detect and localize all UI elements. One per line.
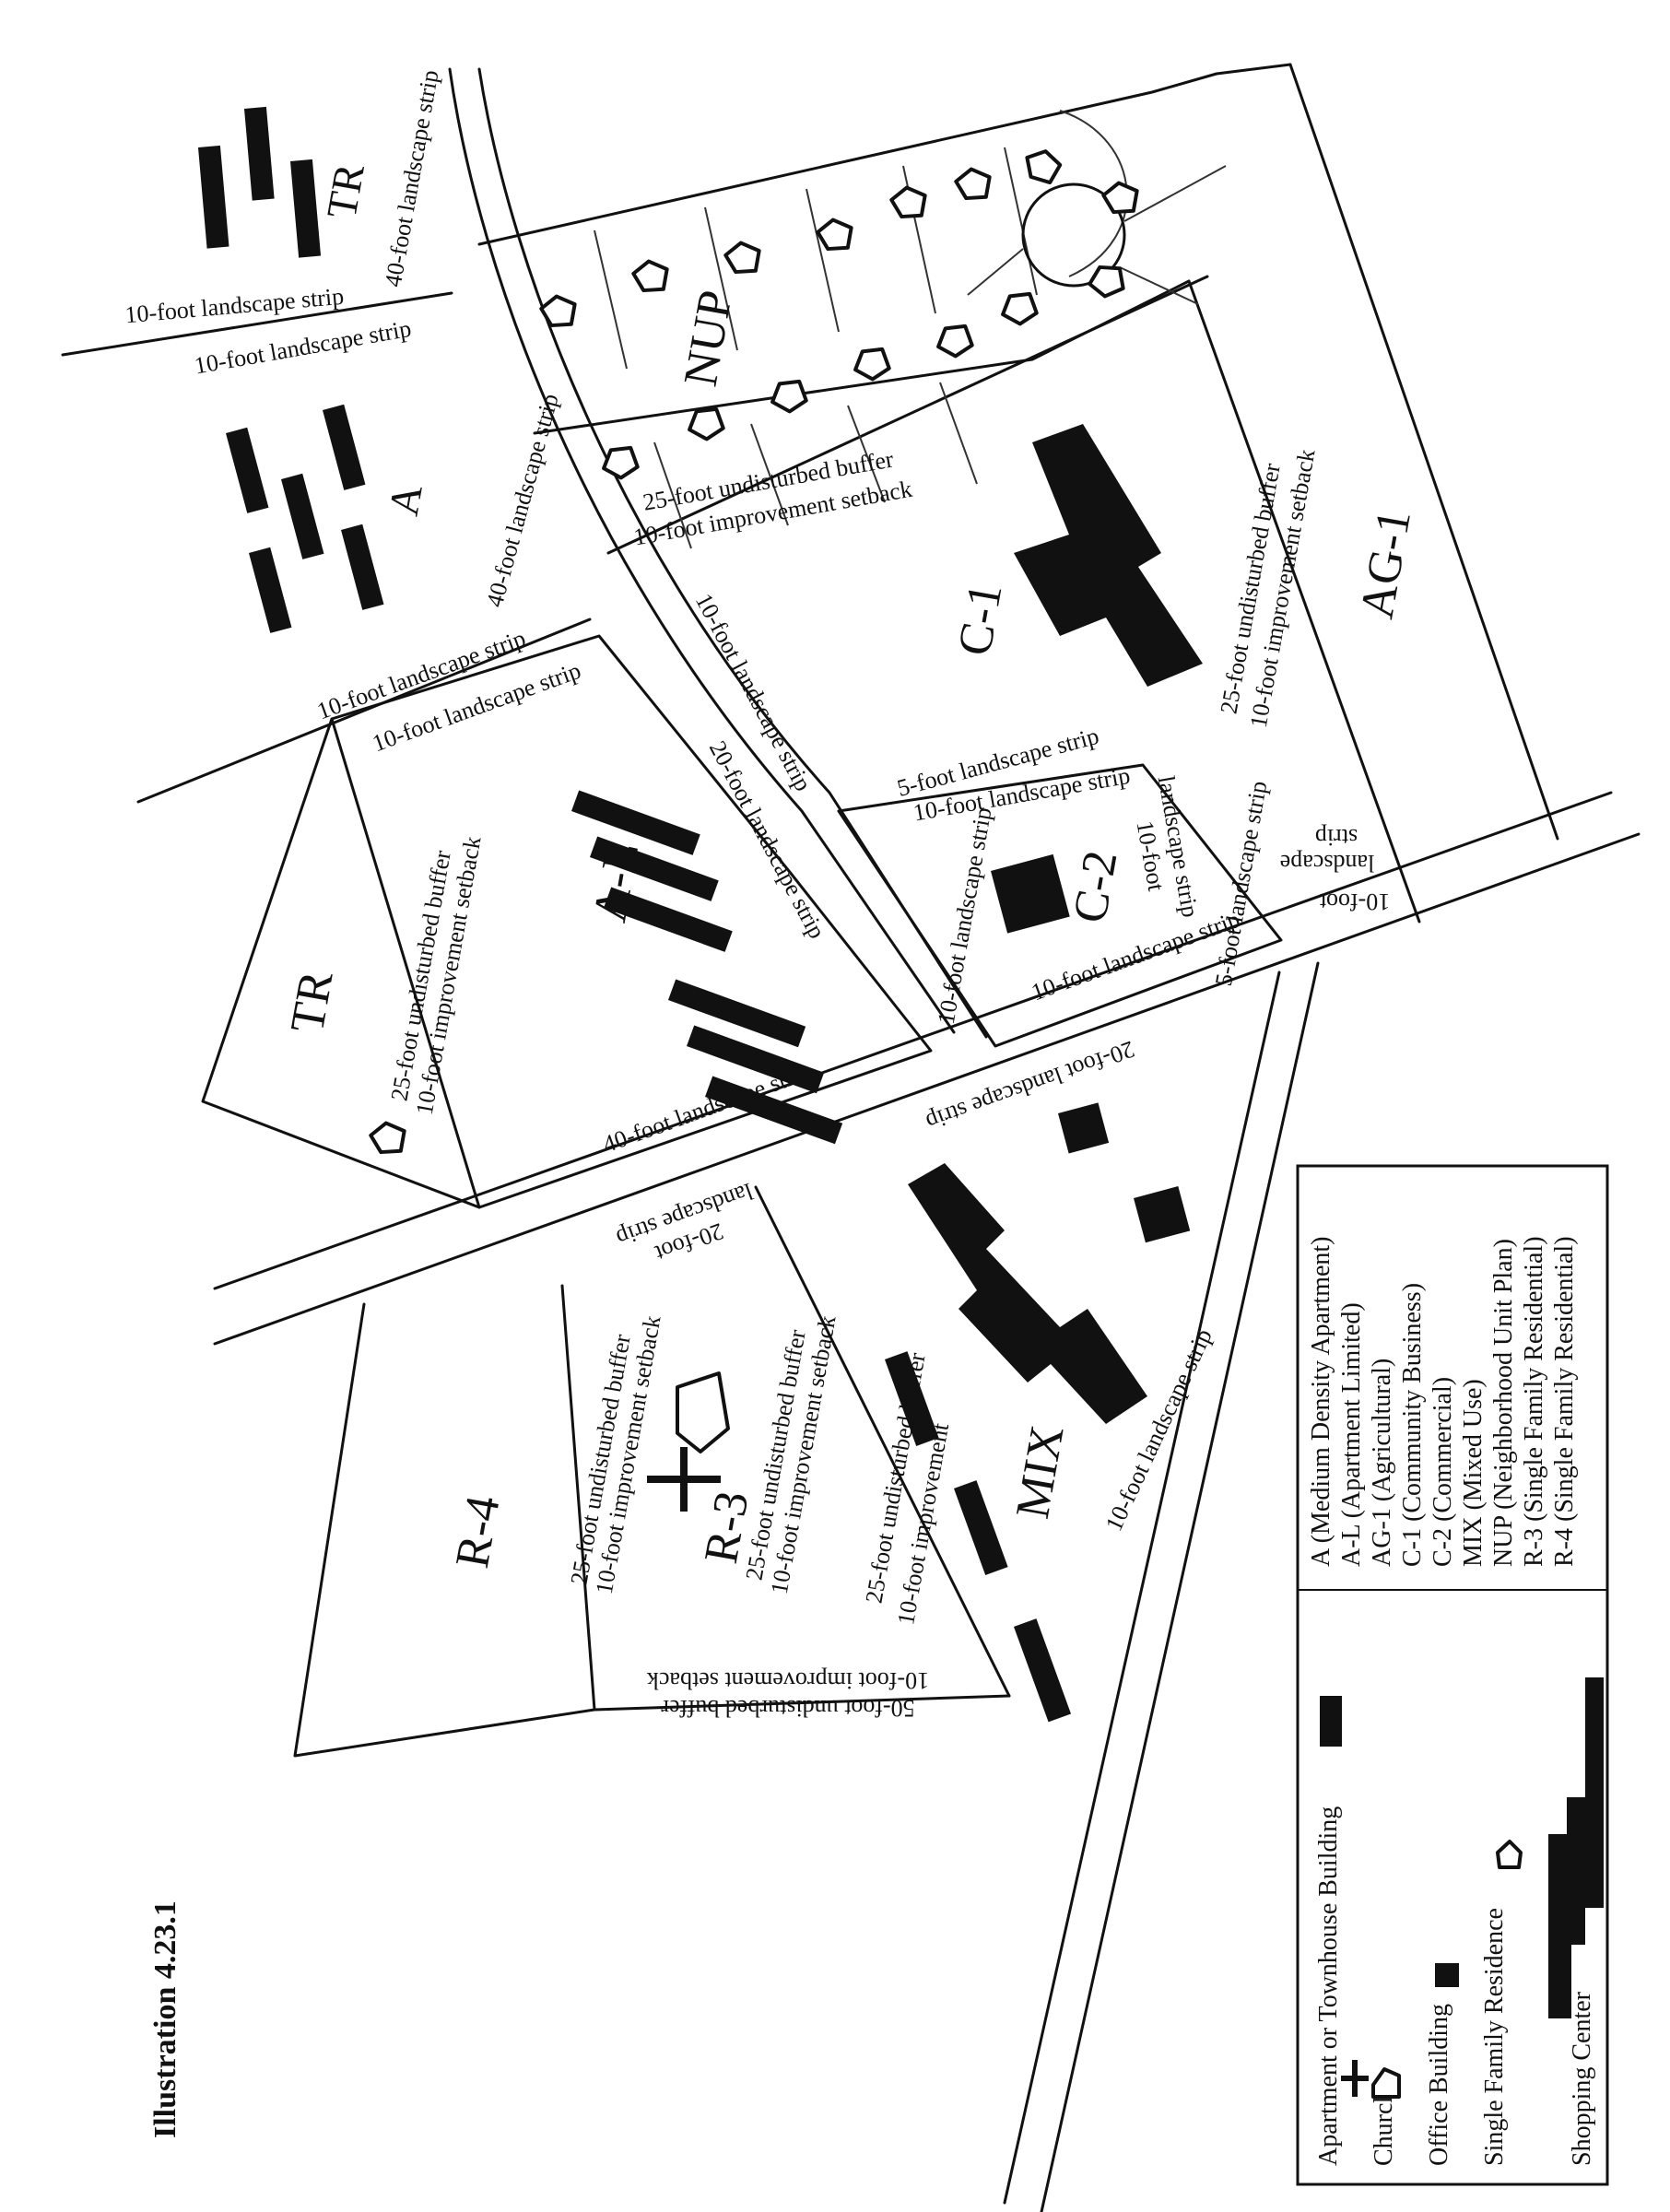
office-buildings bbox=[991, 853, 1191, 1243]
legend-house-icon bbox=[1496, 1840, 1523, 1869]
strip-label: 5-foot landscape strip bbox=[1210, 779, 1273, 988]
legend-district: C-2 (Commercial) bbox=[1429, 1377, 1457, 1567]
strip-label: 10-foot landscape strip bbox=[1028, 906, 1243, 1006]
legend: A (Medium Density Apartment) A-L (Apartm… bbox=[1296, 1164, 1609, 2186]
zone-label-mix: MIX bbox=[1006, 1421, 1075, 1522]
apartment-buildings bbox=[198, 106, 1072, 1723]
strip-label: landscape bbox=[1280, 850, 1375, 877]
legend-district: NUP (Neighborhood Unit Plan) bbox=[1489, 1239, 1518, 1567]
main-road-edge-a bbox=[213, 791, 1613, 1290]
zone-label-tr-left: TR bbox=[281, 967, 344, 1037]
zone-label-c2: C-2 bbox=[1064, 847, 1128, 927]
legend-symbol-label: Office Building bbox=[1425, 2004, 1453, 2166]
legend-church-icon bbox=[1341, 2060, 1401, 2099]
legend-symbol-label: Shopping Center bbox=[1568, 1991, 1596, 2166]
curved-road-edge-a bbox=[448, 67, 956, 1034]
church bbox=[647, 1371, 730, 1512]
strip-label: 20-foot landscape strip bbox=[704, 736, 830, 943]
legend-district: A-L (Apartment Limited) bbox=[1337, 1302, 1366, 1567]
illustration-title: Illustration 4.23.1 bbox=[148, 1900, 182, 2138]
legend-district: AG-1 (Agricultural) bbox=[1368, 1359, 1396, 1567]
legend-symbol-label: Church bbox=[1370, 2090, 1398, 2166]
legend-district: R-4 (Single Family Residential) bbox=[1550, 1236, 1579, 1567]
lower-road-edge-b bbox=[1040, 961, 1320, 2212]
zone-label-r4: R-4 bbox=[446, 1492, 511, 1572]
legend-district: A (Medium Density Apartment) bbox=[1307, 1236, 1335, 1567]
shopping-centers bbox=[908, 424, 1203, 1424]
legend-symbol-label: Single Family Residence bbox=[1480, 1908, 1509, 2166]
buffer-label: 50-foot undisturbed buffer bbox=[661, 1695, 915, 1722]
zone-label-nup: NUP bbox=[675, 287, 743, 390]
zone-labels: TR A NUP C-1 AG-1 A-L TR C-2 MIX R-3 R-4 bbox=[281, 160, 1421, 1572]
zone-label-a: A bbox=[380, 481, 431, 520]
legend-symbol-label: Apartment or Townhouse Building bbox=[1314, 1806, 1343, 2166]
legend-district: MIX (Mixed Use) bbox=[1459, 1379, 1488, 1567]
strip-label: strip bbox=[1315, 824, 1358, 851]
setback-label: 10-foot improvement setback bbox=[647, 1667, 929, 1694]
strip-label: 10-foot bbox=[1319, 888, 1390, 915]
lower-road-edge-a bbox=[1003, 971, 1281, 2205]
curved-road-edge-b bbox=[477, 67, 988, 1039]
parcel-lines bbox=[61, 63, 1559, 1758]
strip-label: 40-foot landscape strip bbox=[380, 68, 444, 289]
zone-label-tr-top: TR bbox=[318, 160, 373, 222]
strip-label: 40-foot landscape strip bbox=[481, 391, 564, 610]
zone-label-c1: C-1 bbox=[948, 580, 1013, 660]
strip-label: 10-foot landscape strip bbox=[933, 806, 997, 1027]
legend-apartment-icon bbox=[1320, 1696, 1342, 1747]
strip-label: 10-foot landscape strip bbox=[123, 283, 345, 329]
strip-label: 10-foot landscape strip bbox=[193, 315, 414, 380]
legend-shopping-icon bbox=[1548, 1677, 1604, 2018]
legend-office-icon bbox=[1435, 1963, 1459, 1987]
zone-label-r3: R-3 bbox=[695, 1488, 759, 1568]
roads bbox=[213, 67, 1641, 2212]
legend-district: R-3 (Single Family Residential) bbox=[1520, 1236, 1548, 1567]
legend-district: C-1 (Community Business) bbox=[1398, 1283, 1427, 1567]
zone-label-ag1: AG-1 bbox=[1350, 506, 1421, 623]
main-road-edge-b bbox=[213, 832, 1641, 1346]
